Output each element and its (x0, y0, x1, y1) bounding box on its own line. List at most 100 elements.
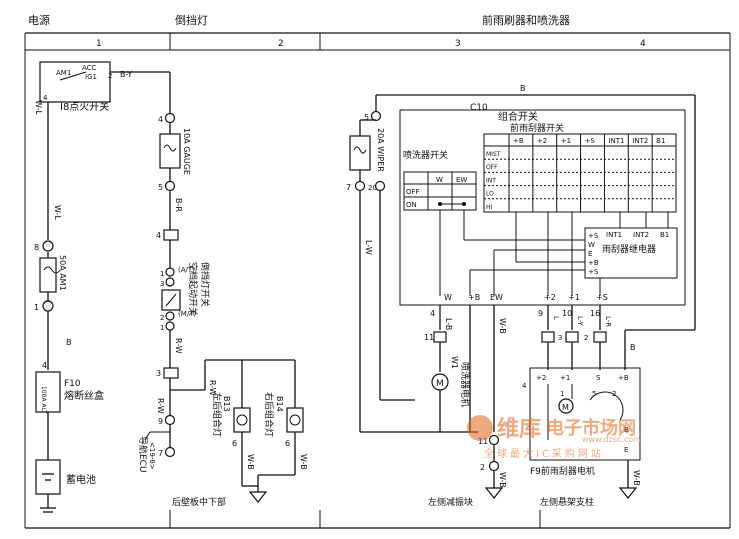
connector-2 (593, 331, 607, 343)
pin-9: 9 (158, 417, 163, 426)
col-3: 3 (455, 39, 461, 49)
fuse-50a (39, 257, 57, 293)
pin-2c: 2 (612, 390, 616, 398)
fuse-wiper (349, 135, 371, 171)
ecu-sub: <19-6> (148, 442, 156, 470)
fuse-100a: 100A ALT (40, 386, 47, 414)
backup-section: 4 10A GAUGE 5 B-R 4 1 (A/T) 3 空档起动开关 倒挡灯… (137, 72, 308, 508)
motor-pin-bb: B (624, 426, 629, 434)
relay-col-int1: INT1 (606, 231, 622, 239)
wiper-grid-row: OFF (486, 164, 498, 171)
wiper-motor (558, 398, 574, 414)
relay-pin-w: W (588, 241, 595, 249)
lbl-s: +S (596, 293, 608, 302)
ground-right-label: 左侧悬架支柱 (540, 496, 594, 508)
header: 电源 倒挡灯 前雨刷器和喷洗器 1 2 3 4 (24, 13, 731, 51)
fuse-50a-label: 50A AM1 (58, 255, 67, 291)
connector-7 (164, 446, 176, 458)
battery (35, 459, 61, 495)
relay-col-b1: B1 (660, 231, 669, 239)
motor-pin-s: S (596, 374, 601, 382)
ignition-switch-box (39, 61, 111, 103)
wiper-grid-row: MIST (486, 151, 501, 158)
connector-9 (541, 331, 555, 343)
c10-label: C10 (470, 103, 488, 113)
lbl-w: W (444, 293, 452, 302)
at-label: (A/T) (178, 266, 195, 274)
pin-3: 3 (558, 334, 562, 342)
pin-20: 20 (368, 184, 377, 192)
wiper-cam (589, 391, 624, 421)
ground-left-label: 左侧减振块 (428, 496, 473, 508)
watermark-brand2: 电子市场网 (546, 417, 636, 439)
washer-row-off: OFF (406, 188, 420, 196)
lbl-1: +1 (568, 293, 580, 302)
motor-pin-e: E (624, 446, 628, 454)
fuse-box-id: F10 (64, 379, 81, 389)
pin-4: 4 (43, 94, 48, 102)
washer-col-ew: EW (456, 176, 467, 184)
section-backup: 倒挡灯 (175, 13, 208, 27)
connector-1 (42, 300, 54, 312)
wire-wb1: W-B (246, 454, 255, 470)
fuse-gauge (159, 133, 181, 169)
wire-rw3: R-W (156, 398, 165, 414)
fuse-wiper-label: 20A WIPER (376, 128, 385, 172)
motor-label: F9前雨刮器电机 (530, 465, 595, 477)
wire-b2: B (630, 343, 636, 352)
pin-5b: 5 (592, 390, 596, 398)
relay-pin-s2: +S (588, 268, 599, 276)
battery-label: 蓄电池 (66, 473, 96, 486)
wiper-grid-col: INT2 (632, 137, 648, 145)
lamp-b13 (233, 407, 251, 433)
b13-id: B13 (222, 396, 231, 412)
pin-6b: 6 (285, 439, 290, 448)
wiper-grid-col: +2 (537, 137, 547, 145)
pin-1-mt: 1 (160, 324, 164, 332)
connector-3-at (165, 277, 175, 287)
pin-11b: 11 (478, 437, 488, 446)
wire-b: B (66, 338, 72, 347)
washer-switch-label: 喷洗器开关 (403, 149, 448, 161)
relay-pin-s1: +S (588, 232, 599, 240)
ground-damper (484, 487, 504, 499)
wire-rw: R-W (174, 338, 183, 354)
combo-switch-box (399, 109, 686, 306)
connector-5 (370, 110, 382, 122)
section-wiper: 前雨刷器和喷洗器 (482, 13, 570, 27)
connector-4b (163, 229, 179, 241)
ig1-label: IG1 (85, 73, 97, 81)
col-1: 1 (96, 39, 102, 49)
col-2: 2 (278, 39, 284, 49)
ground-rear-label: 后壁板中下部 (172, 496, 226, 508)
watermark-logo-icon (467, 415, 493, 441)
b14-label: 右后组合灯 (263, 392, 275, 437)
pin-5: 5 (364, 113, 369, 122)
washer-motor-id: W1 (450, 356, 459, 369)
wire-l: L (552, 316, 560, 320)
wiper-motor-box (529, 367, 641, 461)
section-power: 电源 (28, 13, 50, 27)
watermark-slogan: 全球最大IC采购网站 (484, 447, 604, 460)
power-section: AM1 ACC IG1 2 B-Y I8点火开关 4 W-L W-L 8 50A… (34, 61, 170, 513)
connector-4 (164, 112, 176, 124)
pin-7: 7 (158, 449, 163, 458)
washer-motor-label: 喷洗器电机 (459, 362, 471, 407)
pin-4: 4 (158, 115, 163, 124)
connector-8 (42, 240, 54, 252)
wire-lr: L-R (604, 316, 612, 327)
pin-2: 2 (108, 72, 112, 80)
pin-4c: 4 (522, 382, 527, 390)
wiper-relay (584, 227, 678, 279)
connector-9 (164, 414, 176, 426)
pin-11: 11 (424, 333, 434, 342)
pin-16: 16 (590, 309, 600, 318)
wire-rw2: R-W (208, 380, 217, 396)
connector-2b (488, 460, 500, 472)
watermark-brand: 维库 (497, 416, 541, 442)
pin-1: 1 (560, 390, 564, 398)
wiper-grid-row: HI (486, 204, 493, 211)
